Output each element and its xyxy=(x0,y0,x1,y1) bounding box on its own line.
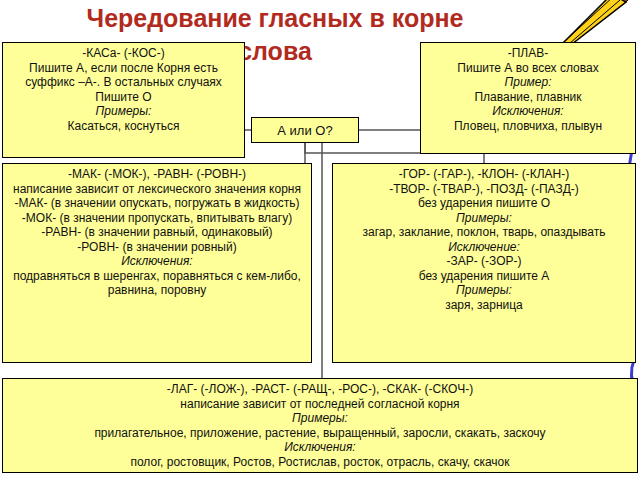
box-text: без ударения пишите А xyxy=(338,269,630,284)
box-text: Примеры: xyxy=(8,104,239,119)
rule-box: -МАК- (-МОК-), -РАВН- (-РОВН-)написание … xyxy=(2,163,312,363)
box-text: Исключение: xyxy=(338,240,630,255)
box-text: Пример: xyxy=(426,75,630,90)
box-text: Исключения: xyxy=(426,104,630,119)
rule-box: -ГОР- (-ГАР-), -КЛОН- (-КЛАН-)-ТВОР- (-Т… xyxy=(332,163,636,363)
box-text: загар, заклание, поклон, тварь, опаздыва… xyxy=(338,225,630,240)
box-text: Примеры: xyxy=(338,283,630,298)
question-box: А или О? xyxy=(251,117,359,143)
box-text: Примеры: xyxy=(8,411,632,426)
box-text: Пловец, пловчиха, плывун xyxy=(426,119,630,134)
box-heading: -ПЛАВ- xyxy=(426,46,630,61)
box-text: написание зависит от лексического значен… xyxy=(8,182,306,197)
box-text: Исключения: xyxy=(8,440,632,455)
rule-box: -ПЛАВ-Пишите А во всех словахПример:Плав… xyxy=(420,42,636,154)
box-text: подравняться в шеренгах, поравняться с к… xyxy=(8,269,306,298)
box-text: Пишите А во всех словах xyxy=(426,61,630,76)
rule-box: -ЛАГ- (-ЛОЖ-), -РАСТ- (-РАЩ-, -РОС-), -С… xyxy=(2,378,638,473)
box-text: Исключения: xyxy=(8,254,306,269)
box-heading: -МАК- (-МОК-), -РАВН- (-РОВН-) xyxy=(8,167,306,182)
box-text: Плавание, плавник xyxy=(426,90,630,105)
pencil-icon xyxy=(560,0,634,46)
box-text: Примеры: xyxy=(338,211,630,226)
box-text: -ЗАР- (-ЗОР-) xyxy=(338,254,630,269)
connector-line xyxy=(321,143,323,378)
box-text: написание зависит от последней согласной… xyxy=(8,397,632,412)
box-text: -РОВН- (в значении ровный) xyxy=(8,240,306,255)
box-heading: -КАСа- (-КОС-) xyxy=(8,46,239,61)
box-text: без ударения пишите О xyxy=(338,196,630,211)
box-text: -ТВОР- (-ТВАР-), -ПОЗД- (-ПАЗД-) xyxy=(338,182,630,197)
rule-box: -КАСа- (-КОС-)Пишите А, если после Корня… xyxy=(2,42,245,158)
connector-line xyxy=(359,129,420,131)
box-heading: А или О? xyxy=(257,122,353,139)
box-text: заря, зарница xyxy=(338,298,630,313)
box-text: -РАВН- (в значении равный, одинаковый) xyxy=(8,225,306,240)
box-text: прилагательное, приложение, растение, вы… xyxy=(8,426,632,441)
box-text: -МАК- (в значении опускать, погружать в … xyxy=(8,196,306,211)
box-text: Касаться, коснуться xyxy=(8,119,239,134)
box-text: полог, ростовщик, Ростов, Ростислав, рос… xyxy=(8,455,632,470)
box-text: -МОК- (в значении пропускать, впитывать … xyxy=(8,211,306,226)
box-text: Пишите А, если после Корня есть суффикс … xyxy=(8,61,239,105)
box-heading: -ЛАГ- (-ЛОЖ-), -РАСТ- (-РАЩ-, -РОС-), -С… xyxy=(8,382,632,397)
box-heading: -ГОР- (-ГАР-), -КЛОН- (-КЛАН-) xyxy=(338,167,630,182)
